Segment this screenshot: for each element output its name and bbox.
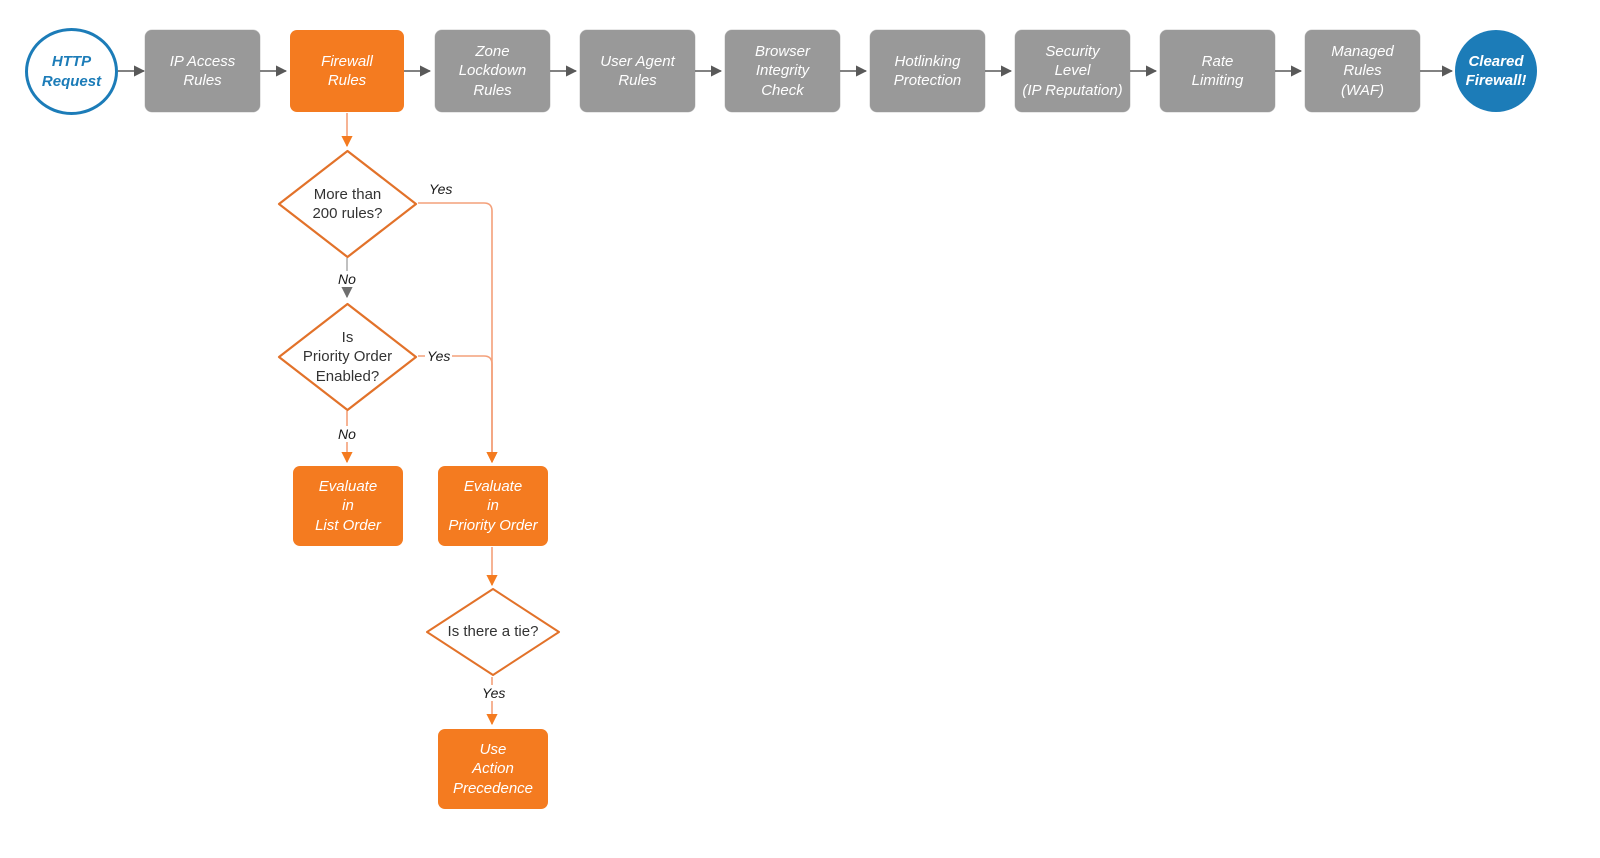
node-zone-lockdown-rules-label: Zone Lockdown Rules <box>458 43 527 99</box>
node-zone-lockdown-rules[interactable]: Zone Lockdown Rules <box>435 30 550 112</box>
node-firewall-rules-label: Firewall Rules <box>321 52 373 89</box>
edge-more-than-200-yes <box>418 202 498 464</box>
node-rate-limiting-label: Rate Limiting <box>1191 52 1244 89</box>
node-is-there-a-tie[interactable]: Is there a tie? <box>425 587 561 677</box>
node-cleared-firewall[interactable]: Cleared Firewall! <box>1455 30 1537 112</box>
node-more-than-200-rules-label: More than 200 rules? <box>312 185 383 222</box>
edge-label-tie-yes: Yes <box>480 685 508 701</box>
node-is-priority-order-enabled[interactable]: Is Priority Order Enabled? <box>277 302 418 412</box>
node-evaluate-in-priority-order[interactable]: Evaluate in Priority Order <box>438 466 548 546</box>
node-browser-integrity-check-label: Browser Integrity Check <box>754 43 810 99</box>
node-managed-rules-waf[interactable]: Managed Rules (WAF) <box>1305 30 1420 112</box>
node-is-priority-order-enabled-label: Is Priority Order Enabled? <box>302 329 393 385</box>
node-evaluate-in-list-order[interactable]: Evaluate in List Order <box>293 466 403 546</box>
node-evaluate-in-list-order-label: Evaluate in List Order <box>315 478 381 534</box>
node-hotlinking-protection-label: Hotlinking Protection <box>893 52 962 89</box>
diamond-shape-icon <box>426 588 560 676</box>
node-managed-rules-waf-label: Managed Rules (WAF) <box>1331 43 1394 99</box>
node-http-request-label: HTTP Request <box>41 53 102 90</box>
node-user-agent-rules-label: User Agent Rules <box>600 52 675 89</box>
edge-label-priority-order-no: No <box>336 426 358 442</box>
node-use-action-precedence[interactable]: Use Action Precedence <box>438 729 548 809</box>
edge-priority-order-yes <box>418 355 498 464</box>
node-ip-access-rules[interactable]: IP Access Rules <box>145 30 260 112</box>
edge-label-priority-order-yes: Yes <box>425 348 453 364</box>
node-is-there-a-tie-label: Is there a tie? <box>447 623 539 641</box>
node-use-action-precedence-label: Use Action Precedence <box>452 741 534 797</box>
diamond-shape-icon <box>277 302 418 412</box>
node-security-level[interactable]: Security Level (IP Reputation) <box>1015 30 1130 112</box>
node-more-than-200-rules[interactable]: More than 200 rules? <box>277 149 418 259</box>
node-ip-access-rules-label: IP Access Rules <box>169 52 236 89</box>
node-user-agent-rules[interactable]: User Agent Rules <box>580 30 695 112</box>
node-cleared-firewall-label: Cleared Firewall! <box>1465 52 1527 89</box>
node-http-request[interactable]: HTTP Request <box>25 28 118 115</box>
node-hotlinking-protection[interactable]: Hotlinking Protection <box>870 30 985 112</box>
diamond-shape-icon <box>277 149 418 259</box>
node-security-level-label: Security Level (IP Reputation) <box>1022 43 1123 99</box>
node-rate-limiting[interactable]: Rate Limiting <box>1160 30 1275 112</box>
node-evaluate-in-priority-order-label: Evaluate in Priority Order <box>448 478 538 534</box>
node-firewall-rules[interactable]: Firewall Rules <box>290 30 404 112</box>
node-browser-integrity-check[interactable]: Browser Integrity Check <box>725 30 840 112</box>
edge-label-more-than-200-no: No <box>336 271 358 287</box>
edge-label-more-than-200-yes: Yes <box>427 181 455 197</box>
